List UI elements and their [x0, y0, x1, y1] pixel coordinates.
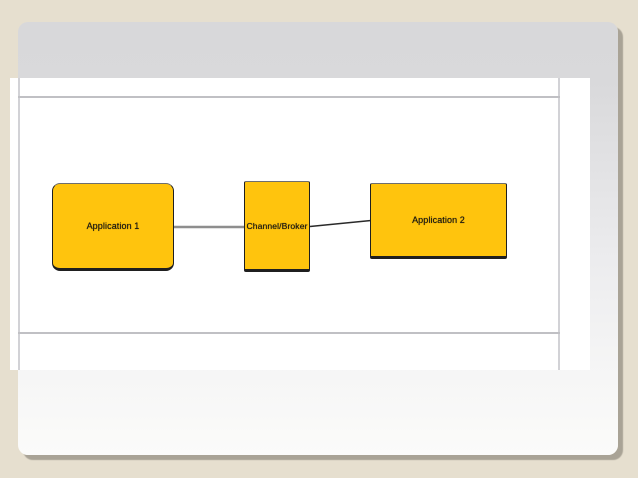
slide-border-line-right — [558, 78, 560, 370]
diagram-box-label: Application 1 — [86, 221, 140, 231]
diagram-box-application-1: Application 1 — [52, 183, 174, 271]
diagram-box-label: Application 2 — [412, 215, 465, 225]
slide-divider-line-bottom — [18, 332, 560, 334]
slide-border-line-left — [18, 78, 20, 370]
connector-broker-to-app2 — [309, 219, 372, 228]
diagram-box-channel-broker: Channel/Broker — [244, 181, 310, 272]
diagram-box-application-2: Application 2 — [370, 183, 507, 259]
slide-divider-line-top — [18, 96, 560, 98]
slide-canvas: Application 1 Channel/Broker Application… — [10, 78, 590, 370]
diagram-box-label: Channel/Broker — [246, 220, 308, 231]
